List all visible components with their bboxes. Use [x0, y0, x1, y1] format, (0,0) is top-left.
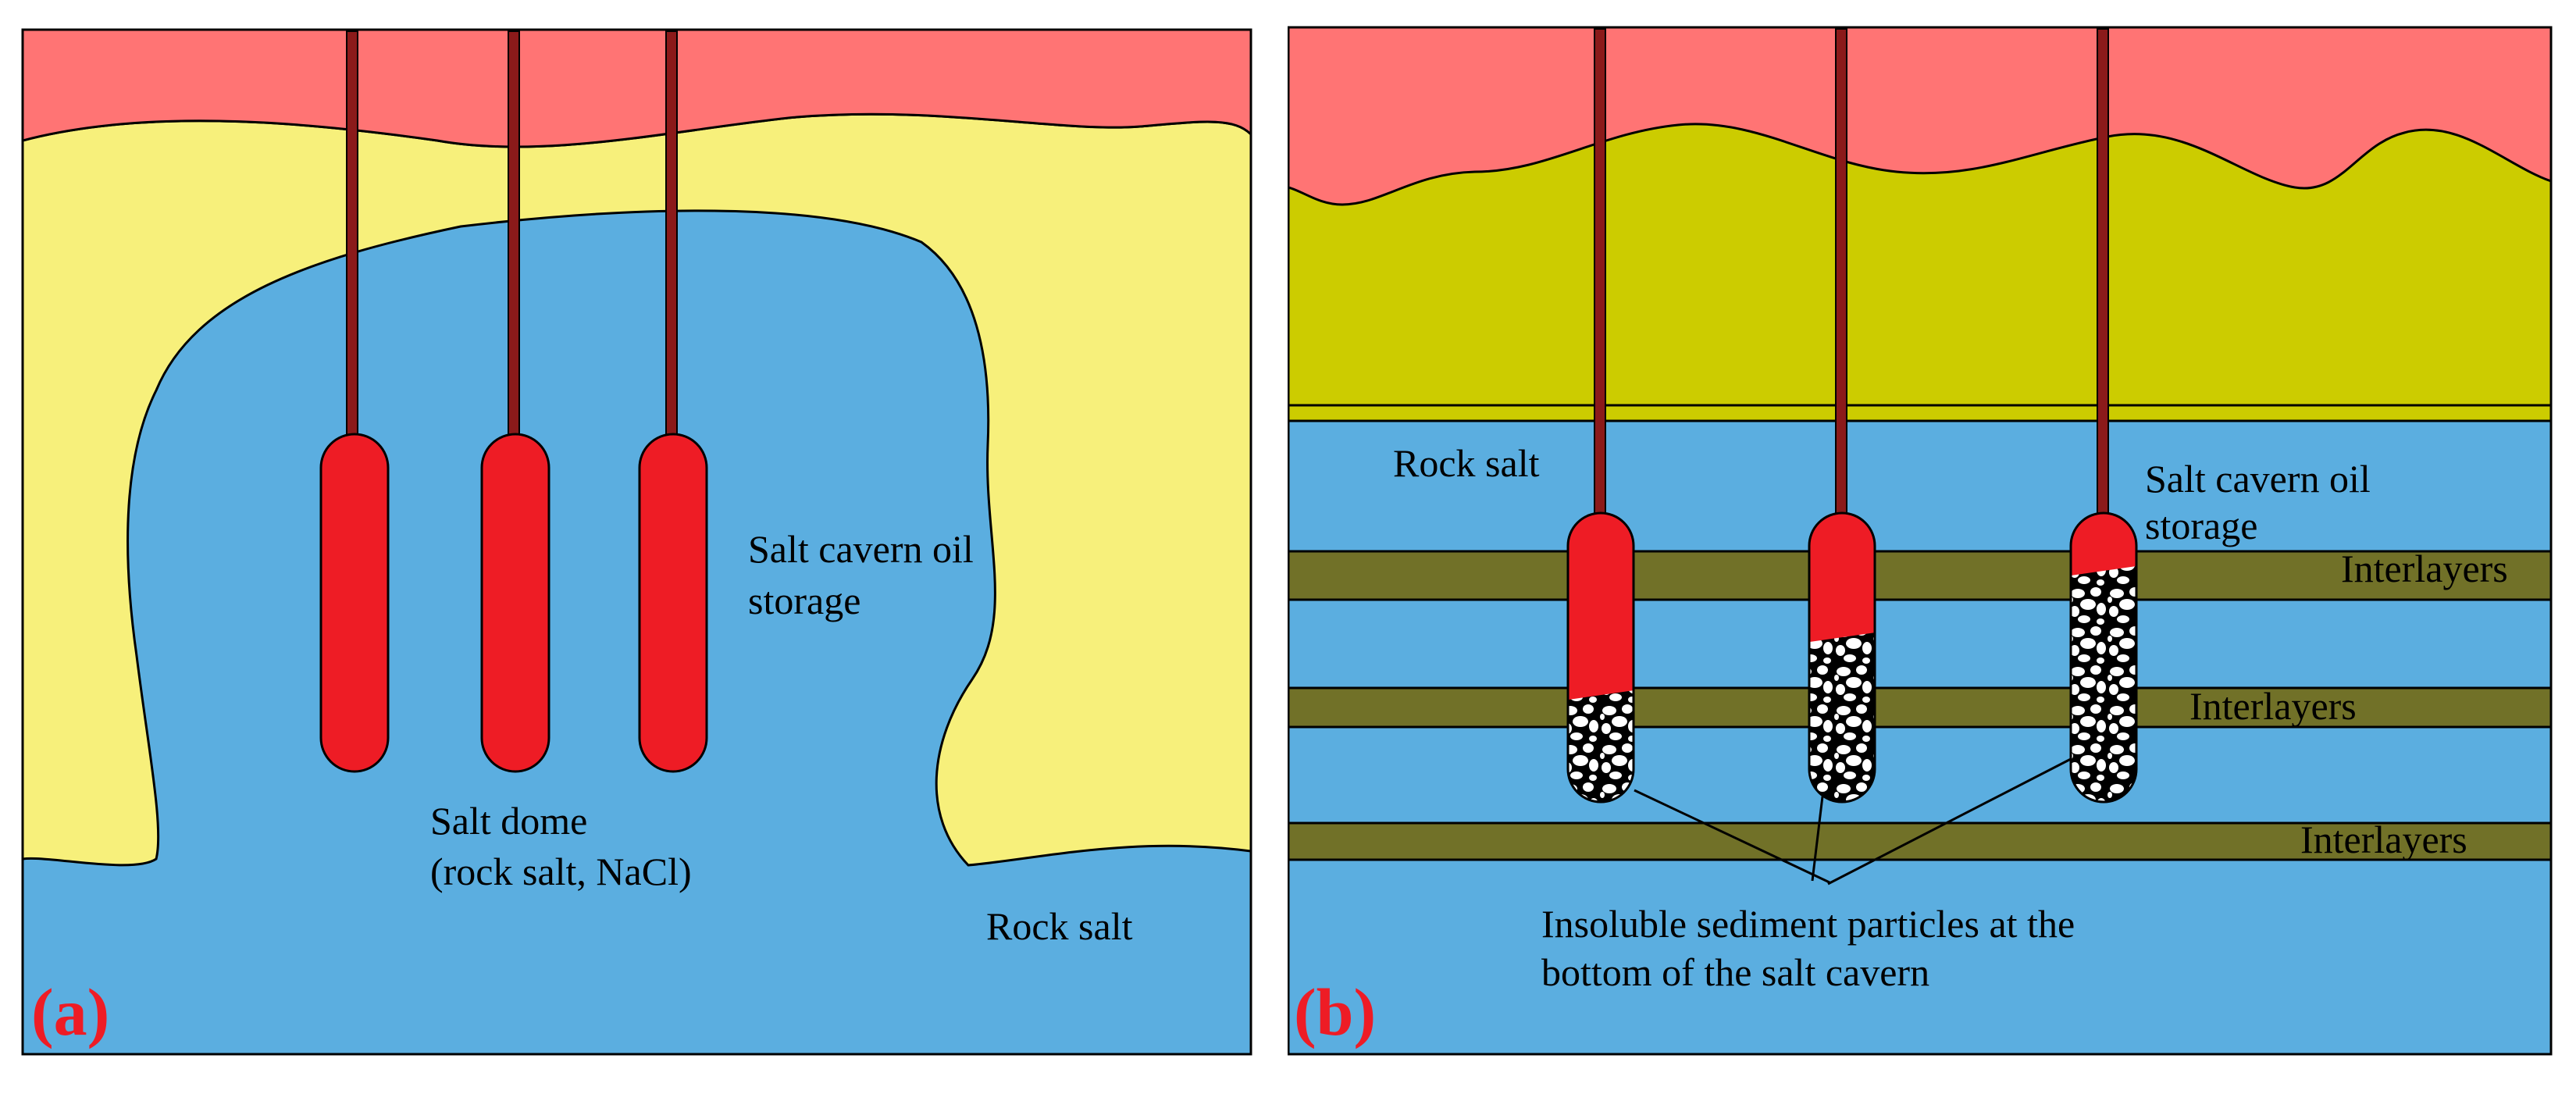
sediment-leader-lines — [1634, 757, 2072, 886]
interlayer-b-3 — [1288, 821, 2551, 861]
leader-line-3 — [1827, 757, 2072, 886]
rock-salt-label-b: Rock salt — [1393, 441, 1540, 485]
overburden-layer-a — [23, 30, 1251, 148]
cavern-label-b-line1: Salt cavern oil — [2145, 457, 2371, 501]
caverns-b — [1566, 511, 2138, 804]
cavern-label-a-line1: Salt cavern oil — [748, 527, 974, 571]
well-pipe-a-1 — [346, 30, 358, 438]
panel-a-diagram: Salt cavern oil storage Salt dome (rock … — [21, 28, 1252, 1056]
panel-b: Rock salt Salt cavern oil storage Interl… — [1288, 0, 2576, 1094]
interlayer-label-b-3: Interlayers — [2300, 818, 2467, 861]
panel-label-a: (a) — [31, 975, 109, 1049]
cavern-a-1 — [319, 433, 390, 773]
cavern-sediment — [1809, 633, 1875, 802]
well-pipe-b-3 — [2097, 28, 2109, 522]
cavern-a-3 — [638, 433, 708, 773]
well-pipe-a-3 — [665, 30, 678, 438]
cavern-b-1 — [1566, 511, 1635, 804]
cavern-label-b-line2: storage — [2145, 504, 2257, 547]
interlayer-b-1 — [1288, 550, 2551, 601]
interlayer-label-b-1: Interlayers — [2341, 547, 2508, 590]
well-pipe-a-2 — [508, 30, 520, 438]
cavern-label-a-line2: storage — [748, 579, 860, 622]
cavern-outline — [1808, 511, 1876, 804]
cavern-b-2 — [1808, 511, 1876, 804]
interlayer-label-b-2: Interlayers — [2189, 684, 2357, 728]
sediment-label-line2: bottom of the salt cavern — [1541, 950, 1929, 994]
interlayer-b-2 — [1288, 686, 2551, 729]
caverns-a — [319, 433, 708, 773]
well-pipes-a — [346, 30, 678, 438]
rock-salt-label-a: Rock salt — [986, 904, 1133, 948]
cavern-outline — [2069, 511, 2138, 804]
thin-layer-b — [1288, 404, 2551, 422]
salt-dome-label-line1: Salt dome — [430, 799, 587, 843]
leader-line-1 — [1634, 789, 1830, 884]
cavern-sediment — [1568, 690, 1634, 802]
well-pipes-b — [1594, 28, 2109, 522]
salt-dome-label-line2: (rock salt, NaCl) — [430, 850, 692, 893]
cavern-outline — [1566, 511, 1635, 804]
panel-b-diagram: Rock salt Salt cavern oil storage Interl… — [1288, 26, 2553, 1056]
well-pipe-b-2 — [1835, 28, 1847, 522]
cavern-sediment — [2071, 566, 2136, 802]
sediment-label-line1: Insoluble sediment particles at the — [1541, 902, 2075, 946]
cavern-a-2 — [480, 433, 550, 773]
panel-label-b: (b) — [1294, 975, 1376, 1049]
leader-line-2 — [1811, 796, 1824, 882]
well-pipe-b-1 — [1594, 28, 1606, 522]
panel-a: Salt cavern oil storage Salt dome (rock … — [21, 28, 1252, 1056]
cavern-b-3 — [2069, 511, 2138, 804]
